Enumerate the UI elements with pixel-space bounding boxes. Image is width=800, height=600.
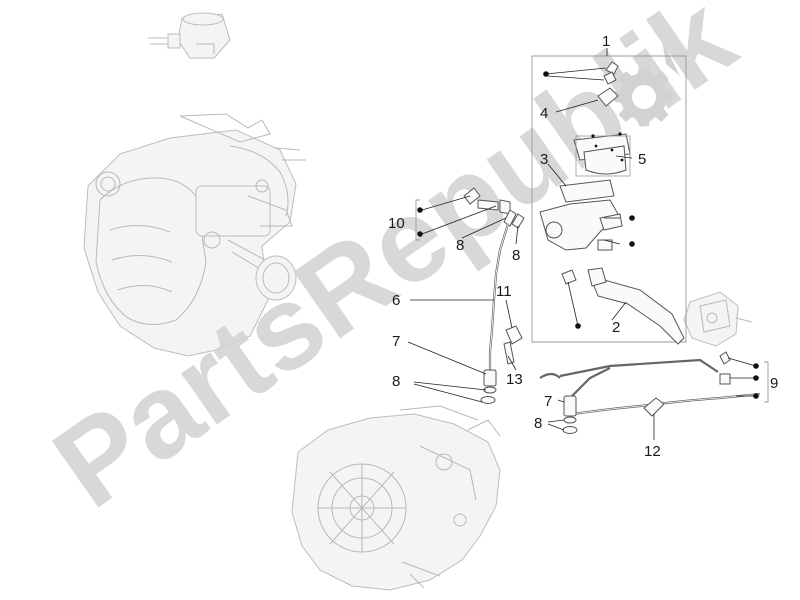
leader-lines (407, 67, 757, 440)
part-9-bracket (764, 361, 769, 403)
background-master-cylinder-sketch (148, 12, 231, 59)
callout-13: 13 (506, 371, 523, 388)
callout-6: 6 (392, 292, 400, 309)
callout-8-left: 8 (392, 373, 400, 390)
callout-10: 10 (388, 215, 405, 232)
gear-icon (614, 40, 680, 127)
callout-4: 4 (540, 105, 548, 122)
callout-8-upper-left: 8 (456, 237, 464, 254)
callout-8-right: 8 (534, 415, 542, 432)
callout-12: 12 (644, 443, 661, 460)
part-1-bracket (531, 55, 687, 343)
hose-right-assembly (539, 351, 761, 434)
callout-3: 3 (540, 151, 548, 168)
callout-1: 1 (602, 33, 610, 50)
callout-5: 5 (638, 151, 646, 168)
callout-7-left: 7 (392, 333, 400, 350)
callout-7-right: 7 (544, 393, 552, 410)
background-clutch-housing-sketch (291, 405, 501, 591)
callout-2: 2 (612, 319, 620, 336)
part-10-bracket (415, 199, 420, 241)
background-engine-block-sketch (83, 113, 306, 357)
callout-8-upper-right: 8 (512, 247, 520, 264)
callout-dots (417, 71, 759, 399)
callout-9: 9 (770, 375, 778, 392)
background-caliper-sketch (683, 291, 753, 347)
callout-11: 11 (496, 283, 512, 300)
